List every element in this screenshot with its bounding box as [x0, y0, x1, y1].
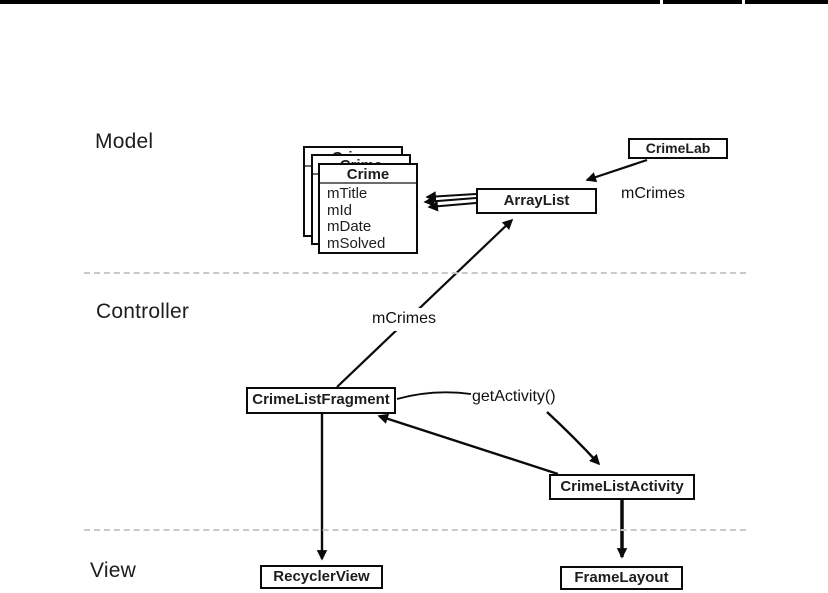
- crime-class-card-front: Crime mTitle mId mDate mSolved: [318, 163, 418, 254]
- node-label: CrimeListActivity: [560, 478, 684, 495]
- separator-controller-view: [84, 529, 746, 531]
- arrow-crimelab-to-arraylist: [585, 158, 648, 183]
- node-crimelistactivity: CrimeListActivity: [549, 474, 695, 500]
- node-label: RecyclerView: [273, 568, 370, 585]
- layer-label-view: View: [90, 559, 136, 582]
- node-label: CrimeLab: [645, 140, 711, 156]
- top-bar-segment: [745, 0, 828, 4]
- node-crimelistfragment: CrimeListFragment: [246, 387, 396, 414]
- arrow-arraylist-to-crime-1: [425, 191, 477, 202]
- arrow-arraylist-to-crime-3: [427, 201, 477, 212]
- node-label: FrameLayout: [574, 569, 669, 586]
- node-arraylist: ArrayList: [476, 188, 597, 214]
- annotation-mcrimes-model: mCrimes: [621, 185, 685, 202]
- class-field: mTitle: [327, 185, 368, 202]
- layer-label-controller: Controller: [96, 300, 190, 323]
- annotation-getactivity: getActivity(): [472, 388, 556, 405]
- layer-label-model: Model: [95, 130, 154, 153]
- node-label: ArrayList: [503, 192, 570, 209]
- node-recyclerview: RecyclerView: [260, 565, 383, 589]
- arrow-arraylist-to-crime-2: [423, 196, 477, 207]
- class-title: Crime: [320, 165, 416, 184]
- class-field: mDate: [327, 218, 372, 235]
- arrow-activity-to-fragment: [377, 413, 559, 476]
- arrow-getactivity-to-activity: [546, 411, 601, 466]
- leader-getactivity: [396, 391, 472, 400]
- arrow-fragment-to-arraylist: [336, 218, 514, 388]
- class-field: mId: [327, 201, 353, 219]
- node-label: CrimeListFragment: [252, 391, 390, 408]
- top-bar-segment: [663, 0, 742, 4]
- node-crimelab: CrimeLab: [628, 138, 728, 159]
- class-field: mSolved: [327, 234, 386, 252]
- node-framelayout: FrameLayout: [560, 566, 683, 590]
- top-bar-segment: [0, 0, 660, 4]
- annotation-mcrimes-controller: mCrimes: [366, 308, 443, 331]
- separator-model-controller: [84, 272, 746, 274]
